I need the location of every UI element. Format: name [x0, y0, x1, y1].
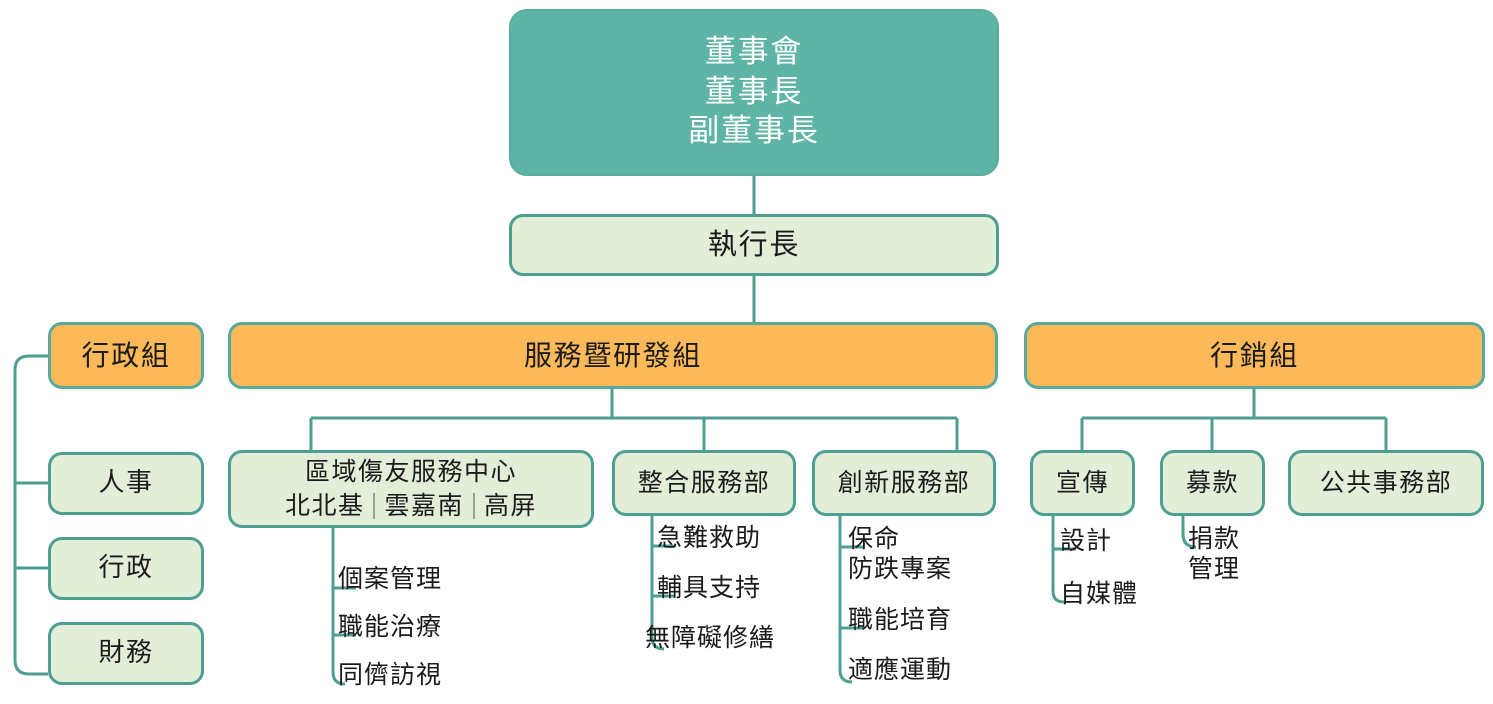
leaf-region-case-management: 個案管理	[338, 564, 443, 593]
region-north: 北北基	[284, 491, 365, 520]
node-ceo[interactable]: 執行長	[509, 214, 999, 276]
node-general-affairs[interactable]: 行政	[48, 537, 204, 600]
node-fundraising[interactable]: 募款	[1160, 450, 1265, 516]
node-promotion-label: 宣傳	[1055, 468, 1109, 497]
node-marketing-group[interactable]: 行銷組	[1024, 322, 1485, 389]
leaf-innovation-vocational-training: 職能培育	[848, 605, 953, 634]
node-board-line3: 副董事長	[688, 113, 820, 150]
node-service-group-label: 服務暨研發組	[523, 338, 703, 372]
node-marketing-group-label: 行銷組	[1209, 338, 1300, 372]
edge-admin-spine	[13, 354, 48, 676]
leaf-fundraising-donation-management: 捐款 管理	[1188, 524, 1241, 583]
region-central: 雲嘉南	[384, 491, 464, 520]
node-promotion[interactable]: 宣傳	[1030, 450, 1135, 516]
leaf-integrated-assistive-device-support: 輔具支持	[657, 573, 762, 602]
leaf-region-occupational-therapy: 職能治療	[338, 612, 443, 641]
region-separator-2	[473, 493, 475, 519]
node-service-group[interactable]: 服務暨研發組	[228, 322, 998, 389]
node-innovation-dept[interactable]: 創新服務部	[812, 450, 996, 516]
node-finance[interactable]: 財務	[48, 622, 204, 685]
node-region-center-label: 區域傷友服務中心	[304, 457, 517, 486]
node-hr-label: 人事	[98, 467, 154, 498]
leaf-innovation-fall-prevention-project: 保命 防跌專案	[848, 524, 953, 583]
leaf-integrated-emergency-relief: 急難救助	[657, 523, 762, 552]
node-fundraising-label: 募款	[1185, 468, 1239, 497]
node-innovation-dept-label: 創新服務部	[837, 468, 971, 497]
node-board[interactable]: 董事會 董事長 副董事長	[509, 9, 999, 176]
node-integrated-dept-label: 整合服務部	[637, 468, 771, 497]
node-admin-group-label: 行政組	[81, 338, 171, 372]
leaf-promotion-design: 設計	[1060, 526, 1113, 555]
node-public-affairs-label: 公共事務部	[1319, 468, 1453, 497]
region-separator-1	[373, 493, 376, 519]
node-finance-label: 財務	[98, 637, 154, 668]
leaf-promotion-self-media: 自媒體	[1060, 579, 1139, 608]
region-south: 高屏	[484, 491, 538, 520]
leaf-region-peer-visit: 同儕訪視	[338, 660, 443, 689]
node-region-center-regions: 北北基 雲嘉南 高屏	[285, 490, 537, 522]
node-ceo-label: 執行長	[707, 227, 801, 262]
node-general-affairs-label: 行政	[98, 552, 154, 583]
node-board-line1: 董事會	[704, 33, 804, 70]
node-region-center[interactable]: 區域傷友服務中心 北北基 雲嘉南 高屏	[228, 450, 594, 528]
node-integrated-dept[interactable]: 整合服務部	[612, 450, 796, 516]
node-hr[interactable]: 人事	[48, 452, 204, 515]
node-admin-group[interactable]: 行政組	[48, 322, 204, 389]
leaf-innovation-adaptive-exercise: 適應運動	[848, 655, 953, 684]
node-public-affairs[interactable]: 公共事務部	[1288, 450, 1484, 516]
node-board-line2: 董事長	[704, 73, 804, 110]
leaf-integrated-accessibility-renovation: 無障礙修繕	[645, 623, 776, 652]
